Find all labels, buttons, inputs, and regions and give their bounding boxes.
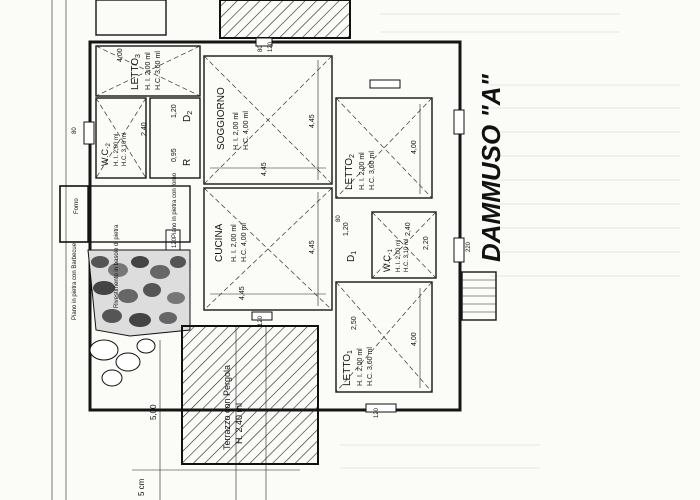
d2-label: D2 bbox=[182, 111, 194, 122]
letto2-hi: H. I. 2,00 ml bbox=[359, 152, 366, 190]
forno-box bbox=[59, 185, 89, 243]
letto3-label: LETTO3 bbox=[130, 54, 142, 90]
faint-background-table bbox=[340, 13, 680, 469]
dim-120f: 120 bbox=[172, 237, 178, 248]
dim-120b: 1,20 bbox=[343, 222, 350, 236]
dim-120e: 120 bbox=[258, 315, 264, 326]
wc2-hi: H. I. 2,00 ml bbox=[114, 134, 120, 166]
letto3-hi: H. I. 2,00 ml bbox=[145, 52, 152, 90]
dim-80b: 80 bbox=[258, 45, 264, 52]
dim-445d: 4,45 bbox=[239, 286, 246, 300]
dim-220b: 220 bbox=[466, 241, 472, 252]
soggiorno-label: SOGGIORNO bbox=[216, 87, 227, 150]
forno-label: Forno bbox=[74, 198, 80, 214]
cucina-hc: H.C. 4,00 ml bbox=[241, 223, 248, 262]
dim-80a: 80 bbox=[72, 127, 78, 134]
ceiling-diagonals bbox=[95, 45, 437, 393]
dim-445b: 4,45 bbox=[309, 240, 316, 254]
dim-445c: 4,45 bbox=[261, 162, 268, 176]
dim-80c: 80 bbox=[336, 215, 342, 222]
terrace-label: Terrazzo con Pergola bbox=[222, 365, 232, 450]
dim-15cm: 5 cm bbox=[137, 478, 146, 496]
wc2-hc: H.C. 3,10 ml bbox=[122, 133, 128, 166]
room-wc1 bbox=[371, 211, 437, 279]
dim-445a: 4,45 bbox=[309, 114, 316, 128]
d1-label: D1 bbox=[346, 251, 358, 262]
dim-120c: 120 bbox=[268, 41, 274, 52]
dim-120d: 120 bbox=[374, 407, 380, 418]
dim-240b: 2,40 bbox=[405, 222, 412, 236]
letto1-hc: H.C. 3,60 ml bbox=[367, 347, 374, 386]
soggiorno-hc: H.C. 4,00 ml bbox=[243, 111, 250, 150]
room-d2 bbox=[149, 97, 201, 179]
wc1-hc: H.C. 3,10 ml bbox=[404, 239, 410, 272]
dim-400b: 4,00 bbox=[411, 140, 418, 154]
window-openings bbox=[83, 37, 465, 413]
wc2-label: W.C.2 bbox=[100, 143, 112, 167]
room-letto3 bbox=[95, 45, 201, 97]
plane-paving-label: Rivestimento in basole di pietra bbox=[114, 224, 120, 308]
room-letto2 bbox=[335, 97, 433, 199]
terrace-height: H. 2,40 ml bbox=[234, 403, 244, 444]
dim-400a: 4,00 bbox=[117, 48, 124, 62]
soggiorno-hi: H. I. 2,00 ml bbox=[233, 112, 240, 150]
wc1-label: W.C.1 bbox=[382, 249, 394, 273]
plane-forno-label: Piano in pietra con forno bbox=[172, 172, 178, 238]
dim-095: 0,95 bbox=[171, 148, 178, 162]
dim-400c: 4,00 bbox=[411, 332, 418, 346]
cucina-hi: H. I. 2,00 ml bbox=[231, 224, 238, 262]
r-label: R bbox=[182, 159, 193, 166]
dim-220: 2,20 bbox=[423, 236, 430, 250]
letto3-hc: H.C. 3,60 ml bbox=[155, 51, 162, 90]
exterior-stairs bbox=[461, 271, 497, 321]
dim-240a: 2,40 bbox=[141, 122, 148, 136]
letto1-label: LETTO1 bbox=[342, 350, 354, 386]
stone-paving bbox=[87, 249, 191, 387]
plane-barbecue-label: Piano in pietra con Barbecue bbox=[72, 242, 78, 320]
room-wc2 bbox=[95, 97, 147, 179]
room-soggiorno bbox=[203, 55, 333, 185]
terrace-pergola bbox=[181, 325, 319, 465]
dim-120a: 1,20 bbox=[171, 104, 178, 118]
letto2-label: LETTO2 bbox=[344, 154, 356, 190]
dim-500: 5,00 bbox=[149, 404, 158, 420]
top-left-block bbox=[95, 0, 167, 36]
room-letto1 bbox=[335, 281, 433, 393]
drawing-title: DAMMUSO "A" bbox=[476, 73, 506, 262]
hatched-block-top bbox=[219, 0, 351, 39]
dim-250: 2,50 bbox=[351, 316, 358, 330]
letto1-hi: H. I. 2,00 ml bbox=[357, 348, 364, 386]
cucina-label: CUCINA bbox=[214, 223, 225, 262]
wc1-hi: H. I. 2,00 ml bbox=[396, 240, 402, 272]
room-cucina bbox=[203, 187, 333, 311]
letto2-hc: H.C. 3,60 ml bbox=[369, 151, 376, 190]
